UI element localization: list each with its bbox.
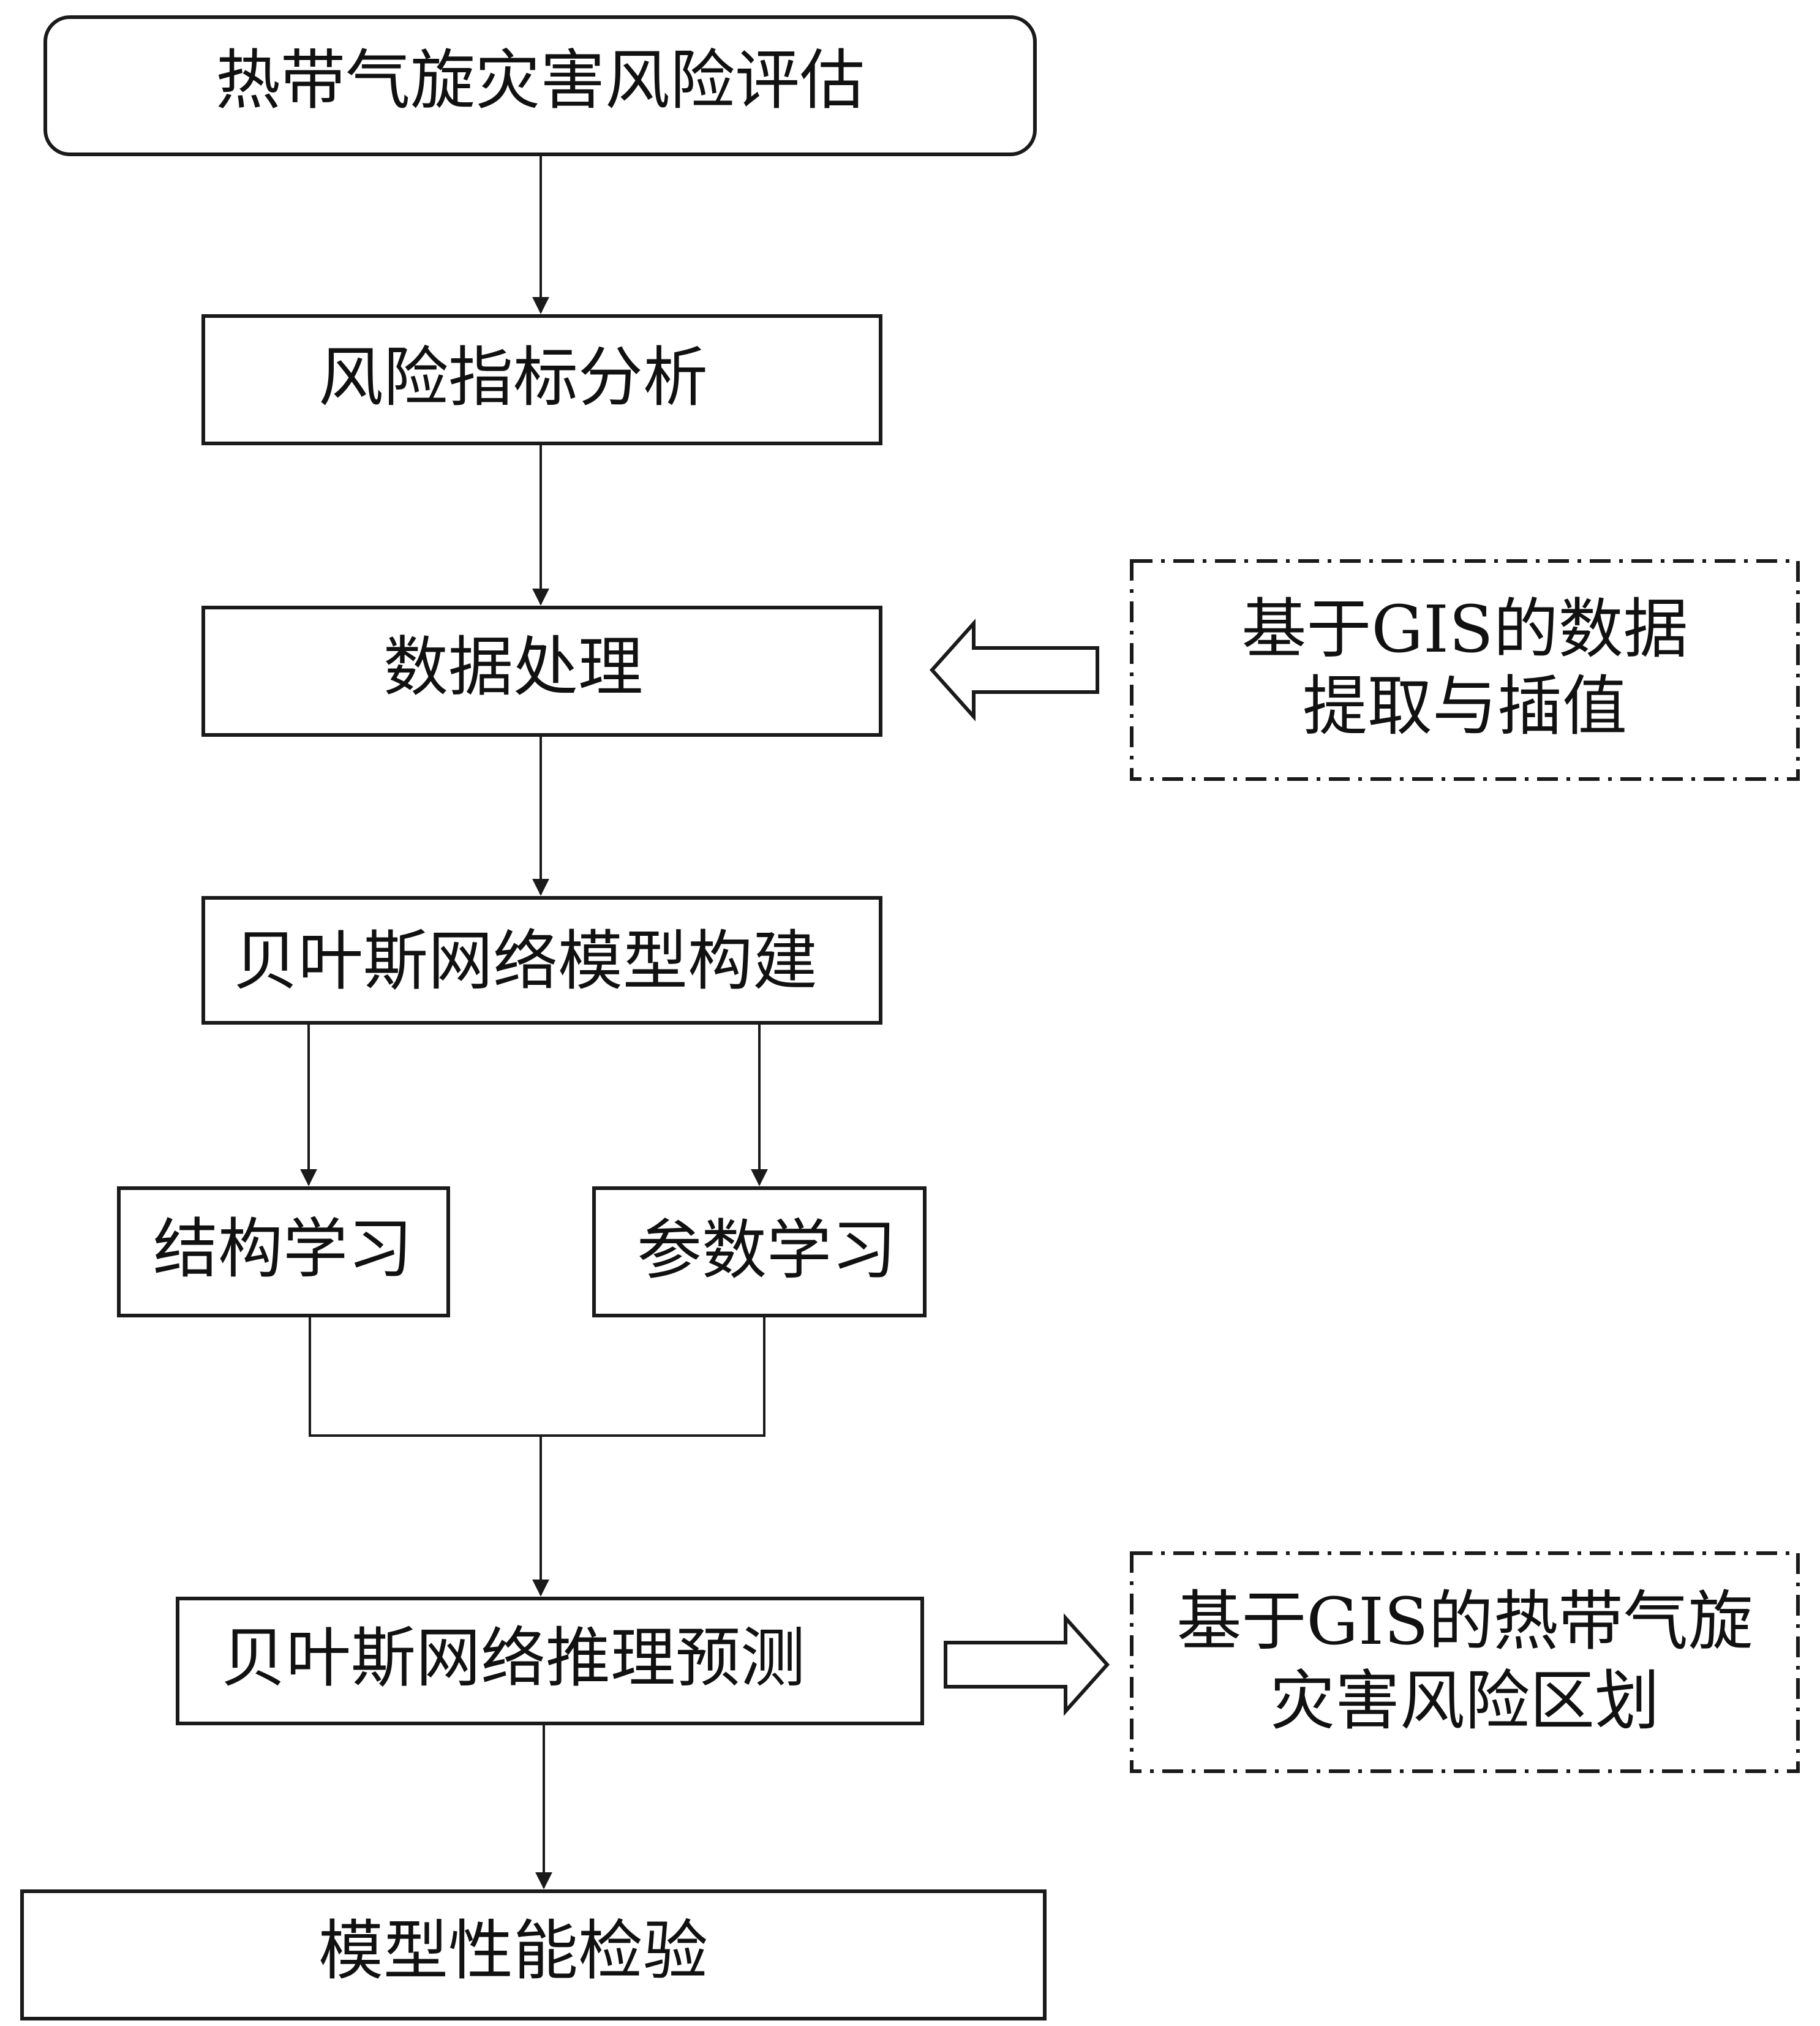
node-indicator-analysis-label: 风险指标分析 — [318, 340, 708, 415]
node-gis-extraction-line2: 提取与插值 — [1303, 669, 1627, 744]
node-assessment-label: 热带气旋灾害风险评估 — [216, 43, 865, 118]
node-data-processing: 数据处理 — [201, 606, 882, 737]
node-data-processing-label: 数据处理 — [383, 630, 643, 705]
node-assessment: 热带气旋灾害风险评估 — [43, 15, 1037, 156]
node-gis-extraction: 基于GIS的数据 提取与插值 — [1130, 559, 1800, 781]
node-gis-extraction-line1: 基于GIS的数据 — [1241, 592, 1688, 667]
node-gis-zoning-line1: 基于GIS的热带气旋 — [1176, 1584, 1753, 1659]
node-parameter-learning: 参数学习 — [592, 1186, 927, 1317]
node-performance-test: 模型性能检验 — [20, 1889, 1047, 2020]
node-structure-learning-label: 结构学习 — [153, 1211, 413, 1287]
node-gis-zoning-line2: 灾害风险区划 — [1270, 1663, 1660, 1739]
node-indicator-analysis: 风险指标分析 — [201, 314, 882, 445]
hollow-arrow-inference-to-zoning — [944, 1613, 1110, 1716]
node-performance-test-label: 模型性能检验 — [318, 1913, 708, 1989]
merge-connector — [309, 1316, 765, 1437]
hollow-arrow-gis-to-processing — [929, 619, 1099, 721]
node-gis-zoning: 基于GIS的热带气旋 灾害风险区划 — [1130, 1551, 1800, 1773]
node-structure-learning: 结构学习 — [117, 1186, 450, 1317]
node-parameter-learning-label: 参数学习 — [637, 1213, 897, 1288]
node-bn-construction: 贝叶斯网络模型构建 — [201, 896, 882, 1025]
node-bn-inference: 贝叶斯网络推理预测 — [176, 1597, 924, 1725]
node-bn-construction-label: 贝叶斯网络模型构建 — [233, 924, 818, 999]
node-bn-inference-label: 贝叶斯网络推理预测 — [221, 1621, 805, 1696]
